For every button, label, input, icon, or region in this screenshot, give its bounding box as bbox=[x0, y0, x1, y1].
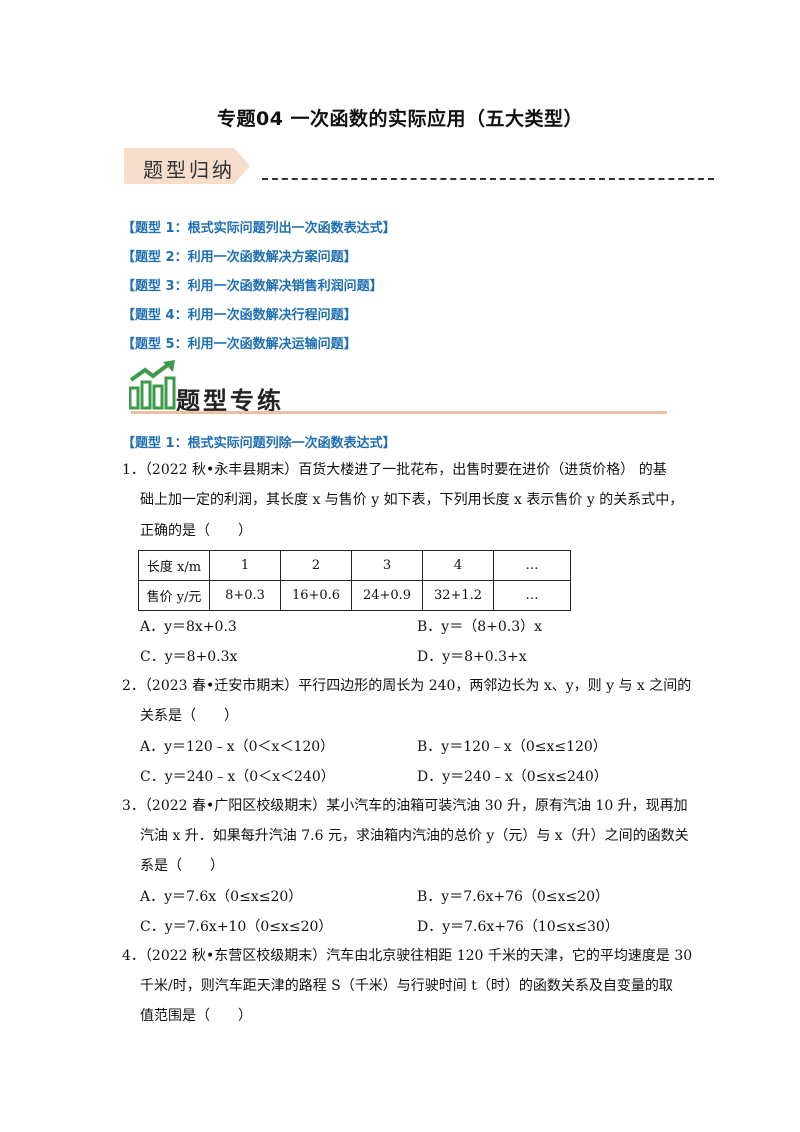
question-3-line-3: 系是（ ） bbox=[140, 858, 224, 874]
option-c[interactable]: C．y＝7.6x+10（0≤x≤20） bbox=[140, 919, 333, 935]
practice-banner-label: 题型专练 bbox=[176, 386, 284, 415]
question-2-line-2: 关系是（ ） bbox=[140, 708, 238, 724]
option-b[interactable]: B．y＝7.6x+76（0≤x≤20） bbox=[417, 889, 609, 905]
section-banner-background bbox=[124, 148, 250, 184]
section-banner-label: 题型归纳 bbox=[143, 158, 235, 182]
option-d[interactable]: D．y＝7.6x+76（10≤x≤30） bbox=[417, 919, 619, 935]
question-4-line-1: 4．（2022 秋•东营区校级期末）汽车由北京驶往相距 120 千米的天津，它的… bbox=[122, 948, 693, 964]
table-cell: 32+1.2 bbox=[422, 580, 494, 611]
table-cell: 4 bbox=[422, 550, 494, 581]
chart-growth-icon bbox=[129, 360, 176, 410]
table-cell: 1 bbox=[209, 550, 281, 581]
option-b[interactable]: B．y＝120﹣x（0≤x≤120） bbox=[417, 739, 607, 755]
table-cell: 24+0.9 bbox=[351, 580, 423, 611]
question-4-line-3: 值范围是（ ） bbox=[140, 1008, 252, 1024]
table-row: 售价 y/元 8+0.3 16+0.6 24+0.9 32+1.2 … bbox=[138, 580, 571, 611]
option-b[interactable]: B．y＝（8+0.3）x bbox=[417, 619, 542, 635]
toc-item-5[interactable]: 【题型 5：利用一次函数解决运输问题】 bbox=[122, 337, 357, 352]
table-cell: 16+0.6 bbox=[280, 580, 352, 611]
option-d[interactable]: D．y＝8+0.3+x bbox=[417, 649, 527, 665]
table-row: 长度 x/m 1 2 3 4 … bbox=[138, 550, 571, 581]
option-a[interactable]: A．y＝7.6x（0≤x≤20） bbox=[140, 889, 303, 905]
question-3-line-1: 3．（2022 春•广阳区校级期末）某小汽车的油箱可装汽油 30 升，原有汽油 … bbox=[122, 798, 688, 814]
table-cell: 3 bbox=[351, 550, 423, 581]
table-cell: 售价 y/元 bbox=[138, 580, 210, 611]
option-a[interactable]: A．y＝120﹣x（0＜x＜120） bbox=[140, 739, 335, 755]
table-cell: 8+0.3 bbox=[209, 580, 281, 611]
question-1-line-3: 正确的是（ ） bbox=[140, 523, 252, 539]
section-heading: 【题型 1：根式实际问题列除一次函数表达式】 bbox=[122, 436, 396, 451]
option-c[interactable]: C．y＝8+0.3x bbox=[140, 649, 238, 665]
question-1-line-2: 础上加一定的利润，其长度 x 与售价 y 如下表，下列用长度 x 表示售价 y … bbox=[140, 492, 684, 508]
page-title: 专题04 一次函数的实际应用（五大类型） bbox=[216, 108, 584, 130]
table-cell: 2 bbox=[280, 550, 352, 581]
question-2-line-1: 2．（2023 春•迁安市期末）平行四边形的周长为 240，两邻边长为 x、y，… bbox=[122, 678, 692, 694]
banner-underline bbox=[131, 411, 667, 414]
table-cell: … bbox=[493, 550, 571, 581]
toc-item-2[interactable]: 【题型 2：利用一次函数解决方案问题】 bbox=[122, 250, 357, 265]
question-3-line-2: 汽油 x 升．如果每升汽油 7.6 元，求油箱内汽油的总价 y（元）与 x（升）… bbox=[140, 828, 689, 844]
question-4-line-2: 千米/时，则汽车距天津的路程 S（千米）与行驶时间 t（时）的函数关系及自变量的… bbox=[140, 978, 673, 994]
toc-item-4[interactable]: 【题型 4：利用一次函数解决行程问题】 bbox=[122, 308, 357, 323]
question-1-line-1: 1．（2022 秋•永丰县期末）百货大楼进了一批花布，出售时要在进价（进货价格）… bbox=[122, 462, 667, 478]
toc-item-1[interactable]: 【题型 1：根式实际问题列出一次函数表达式】 bbox=[122, 221, 396, 236]
option-a[interactable]: A．y＝8x+0.3 bbox=[140, 619, 237, 635]
table-cell: … bbox=[493, 580, 571, 611]
table-cell: 长度 x/m bbox=[138, 550, 210, 581]
toc-item-3[interactable]: 【题型 3：利用一次函数解决销售利润问题】 bbox=[122, 279, 383, 294]
option-c[interactable]: C．y＝240﹣x（0＜x＜240） bbox=[140, 769, 335, 785]
data-table: 长度 x/m 1 2 3 4 … 售价 y/元 8+0.3 16+0.6 24+… bbox=[138, 550, 571, 611]
option-d[interactable]: D．y＝240﹣x（0≤x≤240） bbox=[417, 769, 608, 785]
dashed-divider bbox=[262, 178, 714, 180]
